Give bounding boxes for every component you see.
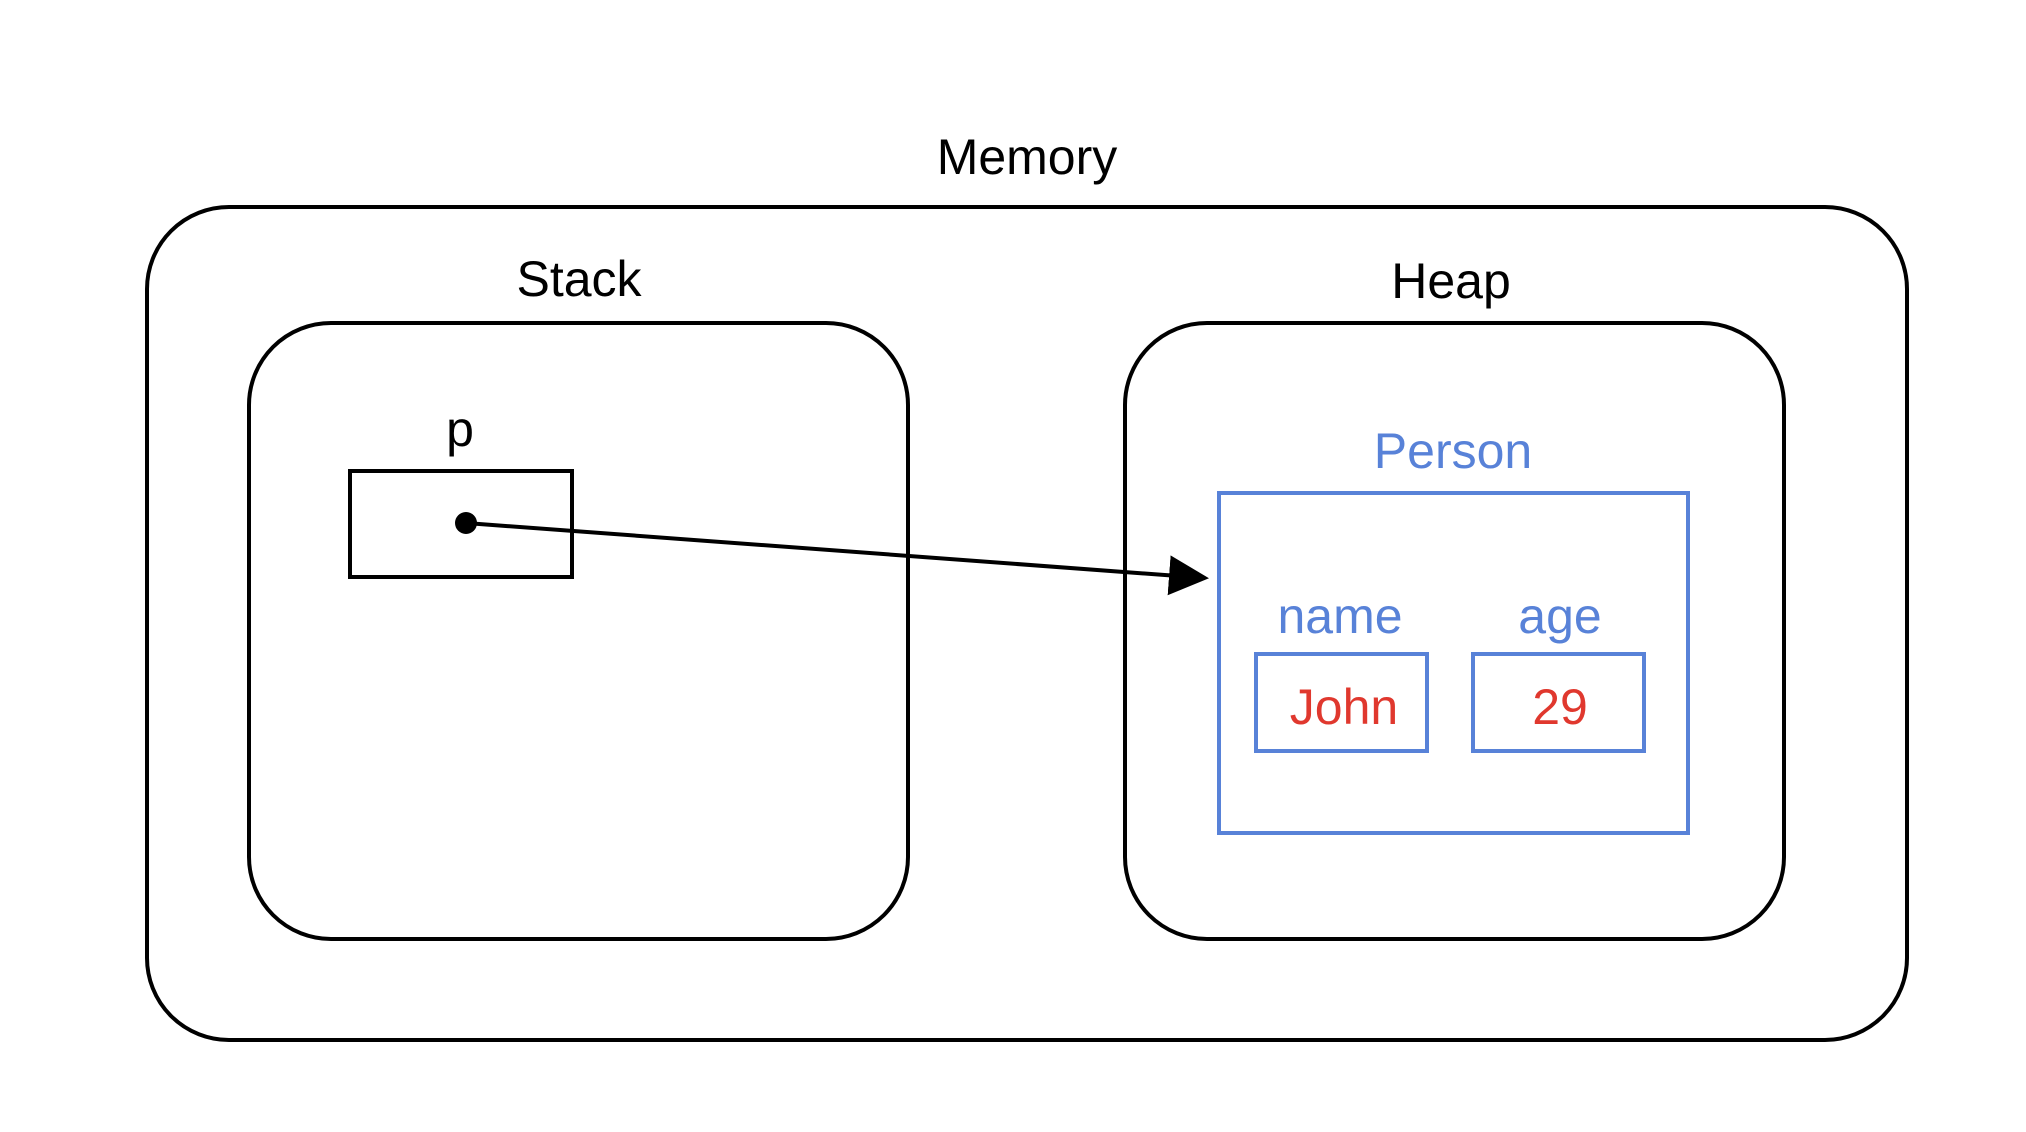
stack-box: [247, 321, 910, 941]
heap-title: Heap: [1391, 253, 1511, 309]
pointer-cell: [348, 469, 574, 579]
stack-title: Stack: [516, 251, 642, 307]
field-name-label: name: [1277, 588, 1402, 644]
memory-title: Memory: [937, 129, 1118, 185]
pointer-label: p: [446, 401, 474, 457]
reference-arrow: [465, 521, 1209, 596]
field-name-cell: [1254, 652, 1429, 753]
field-age-value: 29: [1532, 679, 1588, 735]
field-age-cell: [1471, 652, 1646, 753]
memory-box: [145, 205, 1909, 1042]
person-object-box: [1217, 491, 1690, 835]
field-age-label: age: [1518, 588, 1601, 644]
field-name-value: John: [1290, 679, 1398, 735]
person-class-label: Person: [1374, 423, 1532, 479]
heap-box: [1123, 321, 1786, 941]
